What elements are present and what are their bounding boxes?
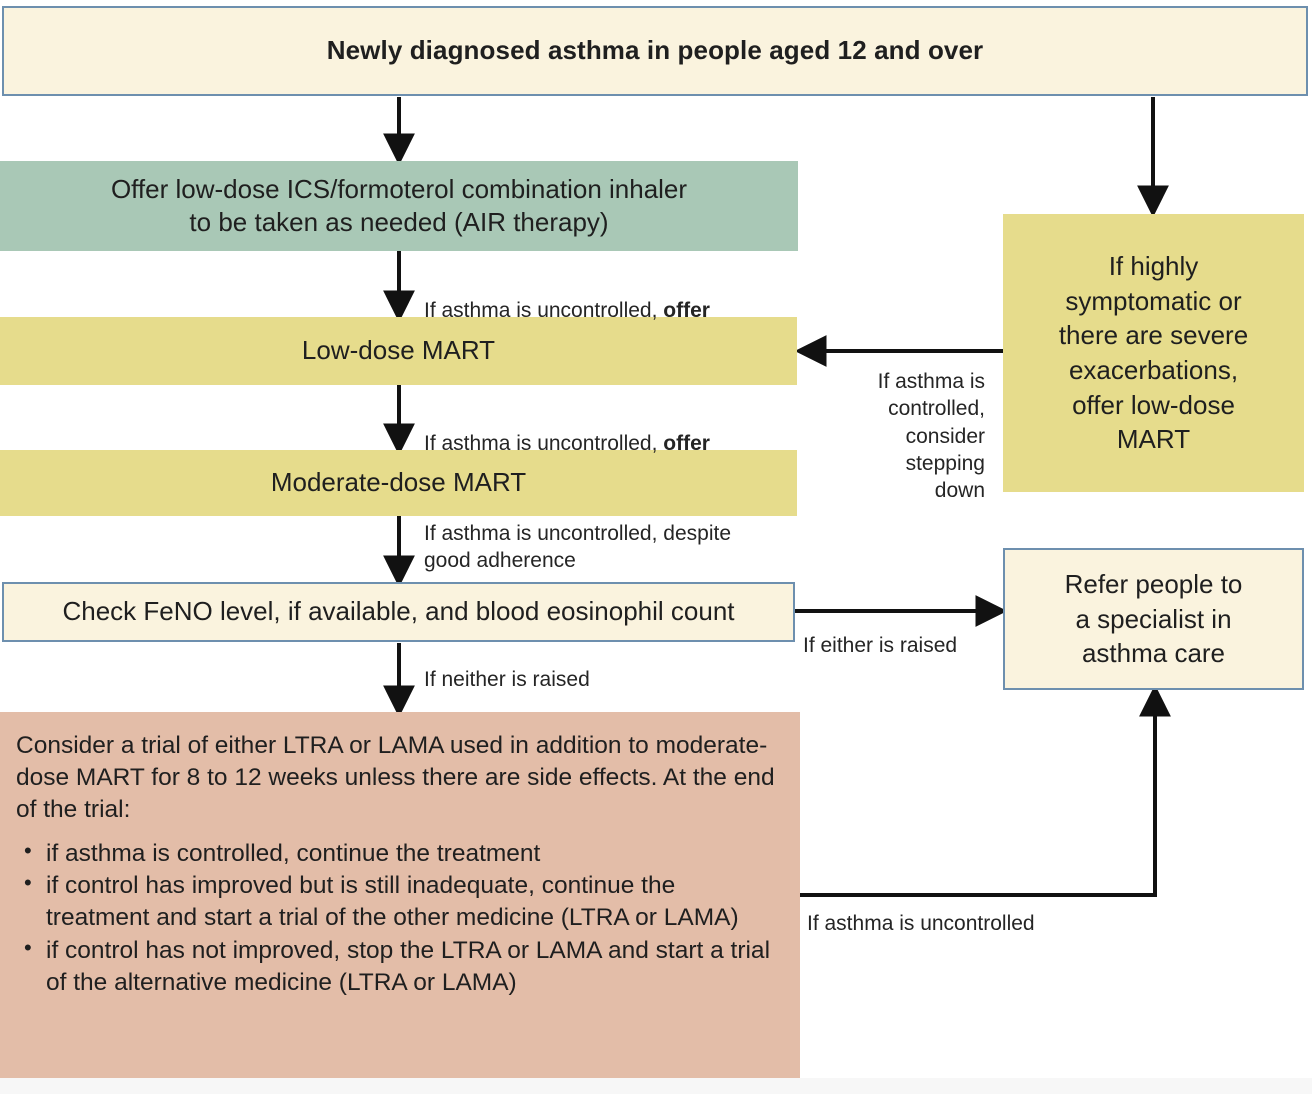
edge-label-feno-to-refer: If either is raised	[803, 634, 958, 657]
edge-label-prefix: If asthma is uncontrolled,	[424, 432, 664, 456]
node-newly-diagnosed-asthma[interactable]: Newly diagnosed asthma in people aged 12…	[2, 6, 1308, 96]
edge-label-prefix: If asthma is uncontrolled,	[424, 299, 664, 323]
node-low-dose-mart-label: Low-dose MART	[301, 335, 496, 366]
arrow-trial-to-refer	[797, 684, 1171, 897]
node-title-label: Newly diagnosed asthma in people aged 12…	[326, 35, 984, 66]
node-air-therapy-label: Offer low-dose ICS/formoterol combinatio…	[110, 173, 688, 237]
edge-label-emphasis: offer	[663, 432, 710, 456]
edge-label-moderate-mart-to-feno: If asthma is uncontrolled, despite good …	[424, 522, 732, 573]
edge-label-trial-to-refer: If asthma is uncontrolled	[807, 912, 1035, 935]
edge-label-emphasis: offer	[663, 299, 710, 323]
list-item: if control has not improved, stop the LT…	[24, 934, 784, 999]
edge-label-stepping-down: If asthma is controlled, consider steppi…	[877, 370, 985, 503]
node-air-therapy[interactable]: Offer low-dose ICS/formoterol combinatio…	[0, 161, 798, 251]
trial-bullet-list: if asthma is controlled, continue the tr…	[16, 837, 784, 999]
edge-label-low-to-moderate-mart: If asthma is uncontrolled, offer	[424, 403, 710, 458]
footer-strip	[0, 1078, 1312, 1094]
edge-label-air-to-low-dose-mart: If asthma is uncontrolled, offer	[424, 270, 710, 325]
node-ltra-lama-trial[interactable]: Consider a trial of either LTRA or LAMA …	[0, 712, 800, 1078]
list-item: if control has improved but is still ina…	[24, 869, 784, 934]
node-refer-specialist-label: Refer people to a specialist in asthma c…	[1064, 568, 1243, 669]
node-check-feno[interactable]: Check FeNO level, if available, and bloo…	[2, 582, 795, 642]
node-moderate-dose-mart-label: Moderate-dose MART	[270, 467, 527, 498]
list-item: if asthma is controlled, continue the tr…	[24, 837, 784, 870]
node-low-dose-mart[interactable]: Low-dose MART	[0, 317, 797, 385]
node-moderate-dose-mart[interactable]: Moderate-dose MART	[0, 450, 797, 516]
node-highly-symptomatic-label: If highly symptomatic or there are sever…	[1058, 251, 1249, 455]
node-highly-symptomatic[interactable]: If highly symptomatic or there are sever…	[1003, 214, 1304, 492]
trial-intro-text: Consider a trial of either LTRA or LAMA …	[16, 732, 775, 823]
edge-label-feno-to-trial: If neither is raised	[424, 668, 590, 691]
node-check-feno-label: Check FeNO level, if available, and bloo…	[62, 596, 735, 627]
node-refer-specialist[interactable]: Refer people to a specialist in asthma c…	[1003, 548, 1304, 690]
